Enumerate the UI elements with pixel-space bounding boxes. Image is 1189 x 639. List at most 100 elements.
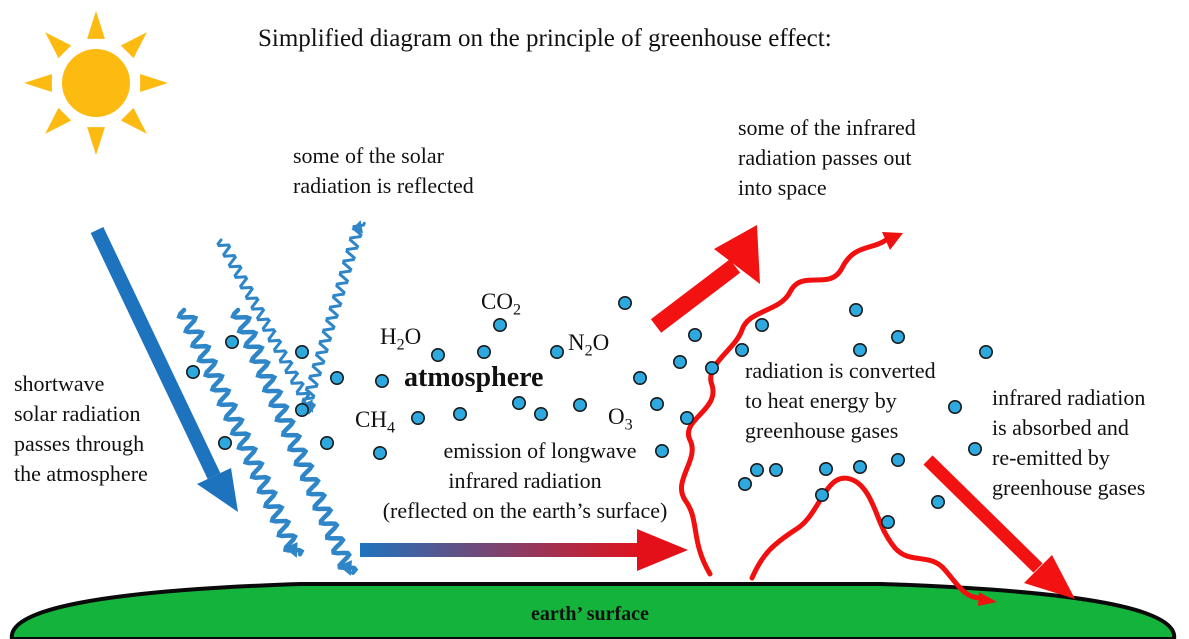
gas-molecule [890,329,905,344]
label-line: radiation passes out [738,145,912,170]
gas-subscript: 2 [512,301,521,319]
label-line: radiation is reflected [293,173,474,198]
gas-molecule [225,334,240,349]
sun-ray [120,107,147,134]
sun-disc [62,49,130,117]
diagram-title: Simplified diagram on the principle of g… [258,25,832,52]
gas-molecule [533,406,548,421]
gas-molecule [734,342,749,357]
gas-molecule [679,410,694,425]
gas-molecule [294,402,309,417]
label-shortwave: shortwave solar radiation passes through… [14,369,148,489]
gas-molecule [704,360,719,375]
gas-subscript: 3 [624,416,633,434]
label-line: radiation is converted [745,358,936,383]
sun-ray [87,11,105,39]
gas-subscript: 4 [386,419,395,437]
sun-icon [24,11,168,155]
label-line: shortwave [14,371,105,396]
gas-molecule [649,396,664,411]
gas-molecule [476,344,491,359]
gas-molecule [372,445,387,460]
label-line: into space [738,175,827,200]
reemission-arrow [923,455,1075,599]
label-converted: radiation is converted to heat energy by… [745,356,936,446]
incoming-wave [176,307,305,558]
gas-subscript: 2 [396,336,405,354]
infrared-escape-arrow [650,225,760,333]
label-line: some of the solar [293,143,444,168]
gas-molecule [511,395,526,410]
label-line: to heat energy by [745,388,897,413]
shortwave-arrow [90,226,238,512]
gas-molecule [549,344,564,359]
infrared-wave [749,475,997,606]
gas-symbol: CO [481,289,513,314]
gas-molecule [319,435,334,450]
gas-molecule [737,476,752,491]
label-line: some of the infrared [738,115,916,140]
gas-molecule [768,462,783,477]
gas-molecule [410,410,425,425]
label-solar-reflected: some of the solar radiation is reflected [293,141,474,201]
gas-molecule [186,364,201,379]
gas-molecule [852,459,867,474]
gas-molecule [294,344,309,359]
gas-molecule [890,452,905,467]
gas-o3: O3 [608,402,633,434]
gas-symbol: H [380,324,397,349]
gas-co2: CO2 [481,287,521,319]
gas-n2o: N2O [568,328,610,360]
label-line: infrared radiation [448,468,602,493]
gas-subscript: 2 [584,342,593,360]
gas-h2o: H2O [380,322,422,354]
gas-molecule [492,317,507,332]
sun-ray [120,32,147,59]
label-line: is absorbed and [992,415,1129,440]
solar-wave-lines [176,220,366,576]
sun-ray [24,74,52,92]
label-line: passes through [14,431,145,456]
label-line: greenhouse gases [745,418,899,443]
sun-ray [140,74,168,92]
label-line: infrared radiation [992,385,1146,410]
gas-molecule [632,370,647,385]
sun-ray [87,127,105,155]
gas-molecule [430,347,445,362]
gas-molecule [329,370,344,385]
label-atmosphere: atmosphere [404,362,544,393]
label-absorbed: infrared radiation is absorbed and re-em… [992,383,1145,503]
sun-ray [45,32,72,59]
gas-molecule [572,397,587,412]
gas-molecule [374,373,389,388]
gas-molecule [754,317,769,332]
label-line: re-emitted by [992,445,1110,470]
label-line: solar radiation [14,401,141,426]
gas-symbol: O [608,404,625,429]
gas-molecule [218,435,233,450]
gas-molecule [947,399,962,414]
incoming-wave [230,307,359,576]
earth-surface [9,582,1177,639]
gas-molecule [978,344,993,359]
gas-symbol: O [404,324,422,349]
greenhouse-gas-molecules [186,295,993,529]
gas-molecule [687,327,702,342]
gas-molecule [880,514,895,529]
gas-symbol: N [568,330,585,355]
gas-molecule [654,443,669,458]
gas-ch4: CH4 [355,405,395,437]
gas-molecule [852,342,867,357]
reflected-out-wave [301,220,366,412]
label-line: emission of longwave [443,438,637,463]
gas-molecule [617,295,632,310]
gas-symbol: O [592,330,610,355]
gas-molecule [749,462,764,477]
label-line: greenhouse gases [992,475,1146,500]
emission-arrow [360,529,688,571]
label-line: the atmosphere [14,461,148,486]
label-emission: emission of longwave infrared radiation … [350,436,700,526]
gas-molecule [672,354,687,369]
